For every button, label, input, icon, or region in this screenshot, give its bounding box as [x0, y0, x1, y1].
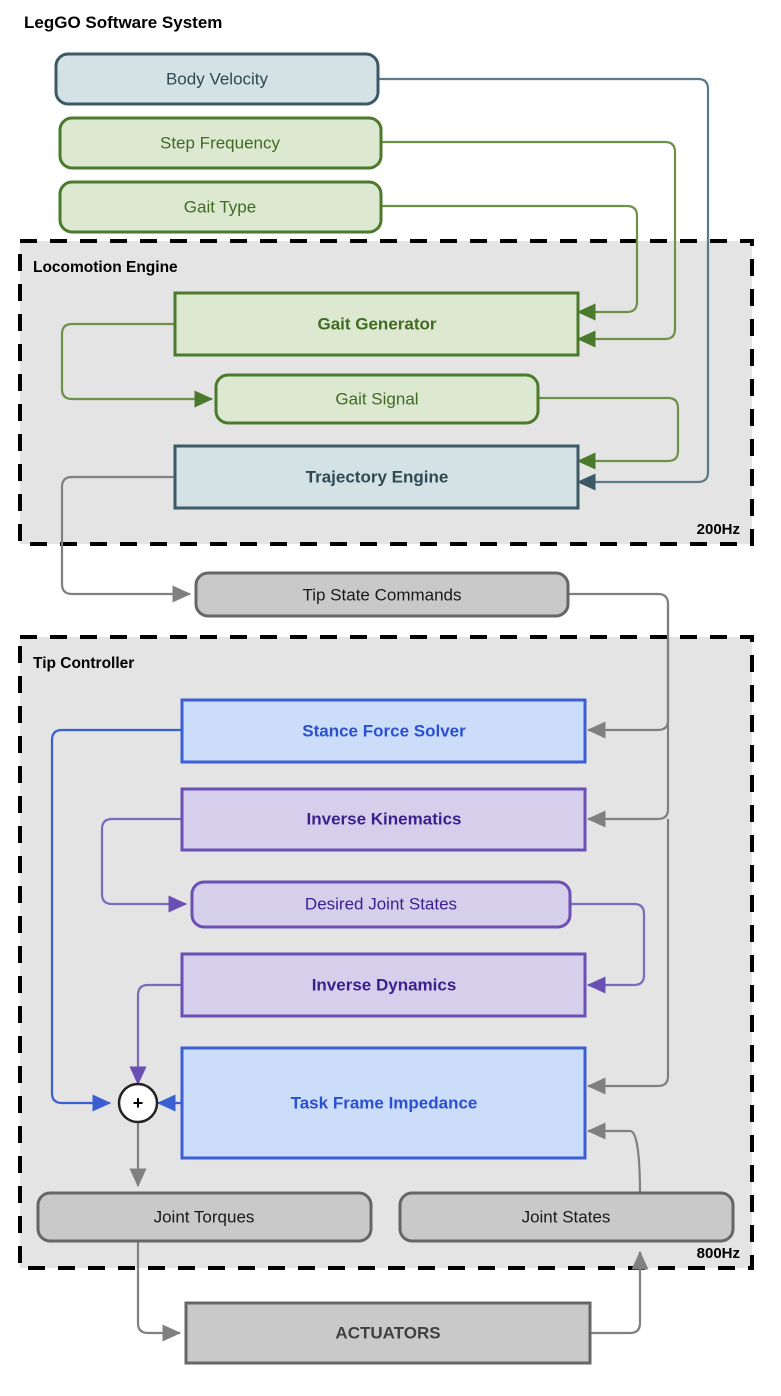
- node-summing-junction[interactable]: +: [117, 1082, 159, 1124]
- node-gait-type[interactable]: Gait Type: [58, 180, 383, 234]
- edge-inverse-kinematics-to-desired-joint-states: [100, 817, 188, 913]
- edge-joint-torques-to-actuators: [136, 1241, 182, 1342]
- group-label-locomotion-engine: Locomotion Engine: [33, 259, 178, 276]
- edge-step-frequency-to-gait-generator: [381, 140, 677, 348]
- node-joint-states[interactable]: Joint States: [398, 1191, 735, 1243]
- node-label-joint-torques: Joint Torques: [154, 1207, 255, 1226]
- page-title: LegGO Software System: [24, 13, 222, 32]
- node-label-gait-generator: Gait Generator: [317, 314, 436, 333]
- edge-tip-state-commands-to-inverse-kinematics: [586, 604, 670, 828]
- node-task-frame-impedance[interactable]: Task Frame Impedance: [180, 1046, 587, 1160]
- node-label-step-frequency: Step Frequency: [160, 133, 281, 152]
- node-label-inverse-kinematics: Inverse Kinematics: [307, 809, 462, 828]
- node-label-desired-joint-states: Desired Joint States: [305, 894, 457, 913]
- edge-inverse-dynamics-to-summing-junction: [129, 983, 182, 1086]
- node-body-velocity[interactable]: Body Velocity: [54, 52, 380, 106]
- node-tip-state-commands[interactable]: Tip State Commands: [194, 571, 570, 618]
- edge-desired-joint-states-to-inverse-dynamics: [570, 902, 646, 994]
- node-label-stance-force-solver: Stance Force Solver: [302, 721, 466, 740]
- node-actuators[interactable]: ACTUATORS: [184, 1301, 592, 1365]
- connectors: [50, 77, 710, 1342]
- node-inverse-dynamics[interactable]: Inverse Dynamics: [180, 952, 587, 1018]
- edge-gait-type-to-gait-generator: [381, 204, 639, 321]
- node-stance-force-solver[interactable]: Stance Force Solver: [180, 698, 587, 764]
- node-gait-generator[interactable]: Gait Generator: [173, 291, 580, 357]
- node-step-frequency[interactable]: Step Frequency: [58, 116, 383, 170]
- node-label-body-velocity: Body Velocity: [166, 69, 269, 88]
- node-label-inverse-dynamics: Inverse Dynamics: [312, 975, 457, 994]
- node-trajectory-engine[interactable]: Trajectory Engine: [173, 444, 580, 510]
- node-label-task-frame-impedance: Task Frame Impedance: [291, 1093, 478, 1112]
- edge-stance-force-solver-to-summing-junction: [50, 728, 182, 1112]
- rate-label-200hz: 200Hz: [697, 521, 740, 538]
- edge-gait-generator-to-gait-signal: [60, 322, 214, 408]
- edge-trajectory-engine-to-tip-state-commands: [60, 475, 192, 603]
- node-inverse-kinematics[interactable]: Inverse Kinematics: [180, 787, 587, 852]
- node-label-gait-type: Gait Type: [184, 197, 256, 216]
- node-gait-signal[interactable]: Gait Signal: [214, 373, 540, 425]
- node-label-joint-states: Joint States: [522, 1207, 611, 1226]
- group-label-tip-controller: Tip Controller: [33, 655, 134, 672]
- node-joint-torques[interactable]: Joint Torques: [36, 1191, 373, 1243]
- node-label-tip-state-commands: Tip State Commands: [302, 585, 461, 604]
- node-label-actuators: ACTUATORS: [335, 1323, 440, 1342]
- node-desired-joint-states[interactable]: Desired Joint States: [190, 880, 572, 929]
- edge-tip-state-commands-to-task-frame-impedance: [586, 819, 670, 1095]
- node-label-gait-signal: Gait Signal: [335, 389, 418, 408]
- rate-label-800hz: 800Hz: [697, 1245, 740, 1262]
- edge-actuators-to-joint-states: [590, 1250, 649, 1335]
- edge-gait-signal-to-trajectory-engine: [538, 396, 680, 470]
- node-label-trajectory-engine: Trajectory Engine: [306, 467, 449, 486]
- summing-junction-label: +: [133, 1093, 144, 1113]
- edge-joint-states-to-task-frame-impedance: [586, 1122, 642, 1197]
- edge-body-velocity-to-trajectory-engine: [378, 77, 710, 491]
